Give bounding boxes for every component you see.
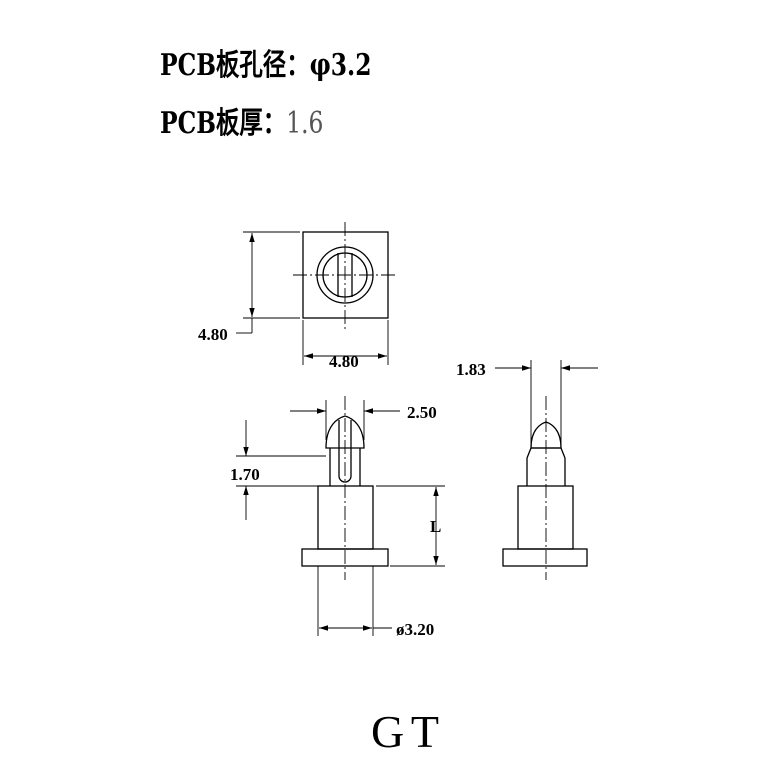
pcb-thickness-label: PCB板厚： [160, 106, 287, 141]
pcb-hole-diameter-value: φ3.2 [309, 48, 372, 83]
top-width-label: 4.80 [329, 352, 359, 371]
pcb-thickness-spec: PCB板厚：1.6 [160, 98, 323, 142]
side-taper-right [560, 447, 566, 459]
length-label: L [430, 517, 441, 536]
head-height-label: 1.70 [230, 465, 260, 484]
diameter-label: ø3.20 [396, 620, 434, 639]
side-base-flange [502, 548, 588, 567]
pcb-hole-diameter-spec: PCB板孔径：φ3.2 [160, 40, 371, 84]
side-taper-left [526, 447, 532, 459]
side-view: 1.83 [456, 360, 598, 580]
drawing-title: G T [371, 706, 439, 757]
front-view: 2.50 1.70 L ø3.20 [230, 396, 445, 639]
pcb-thickness-value: 1.6 [286, 106, 324, 141]
front-base-flange [301, 548, 389, 567]
top-height-label: 4.80 [198, 325, 228, 344]
head-width-label: 2.50 [407, 403, 437, 422]
front-head-dome [325, 415, 365, 449]
front-body [317, 485, 374, 550]
pcb-hole-diameter-label: PCB板孔径： [160, 48, 310, 83]
top-view: 4.80 4.80 [198, 222, 398, 371]
front-slot [338, 420, 352, 483]
side-body [517, 485, 574, 550]
side-width-label: 1.83 [456, 360, 486, 379]
